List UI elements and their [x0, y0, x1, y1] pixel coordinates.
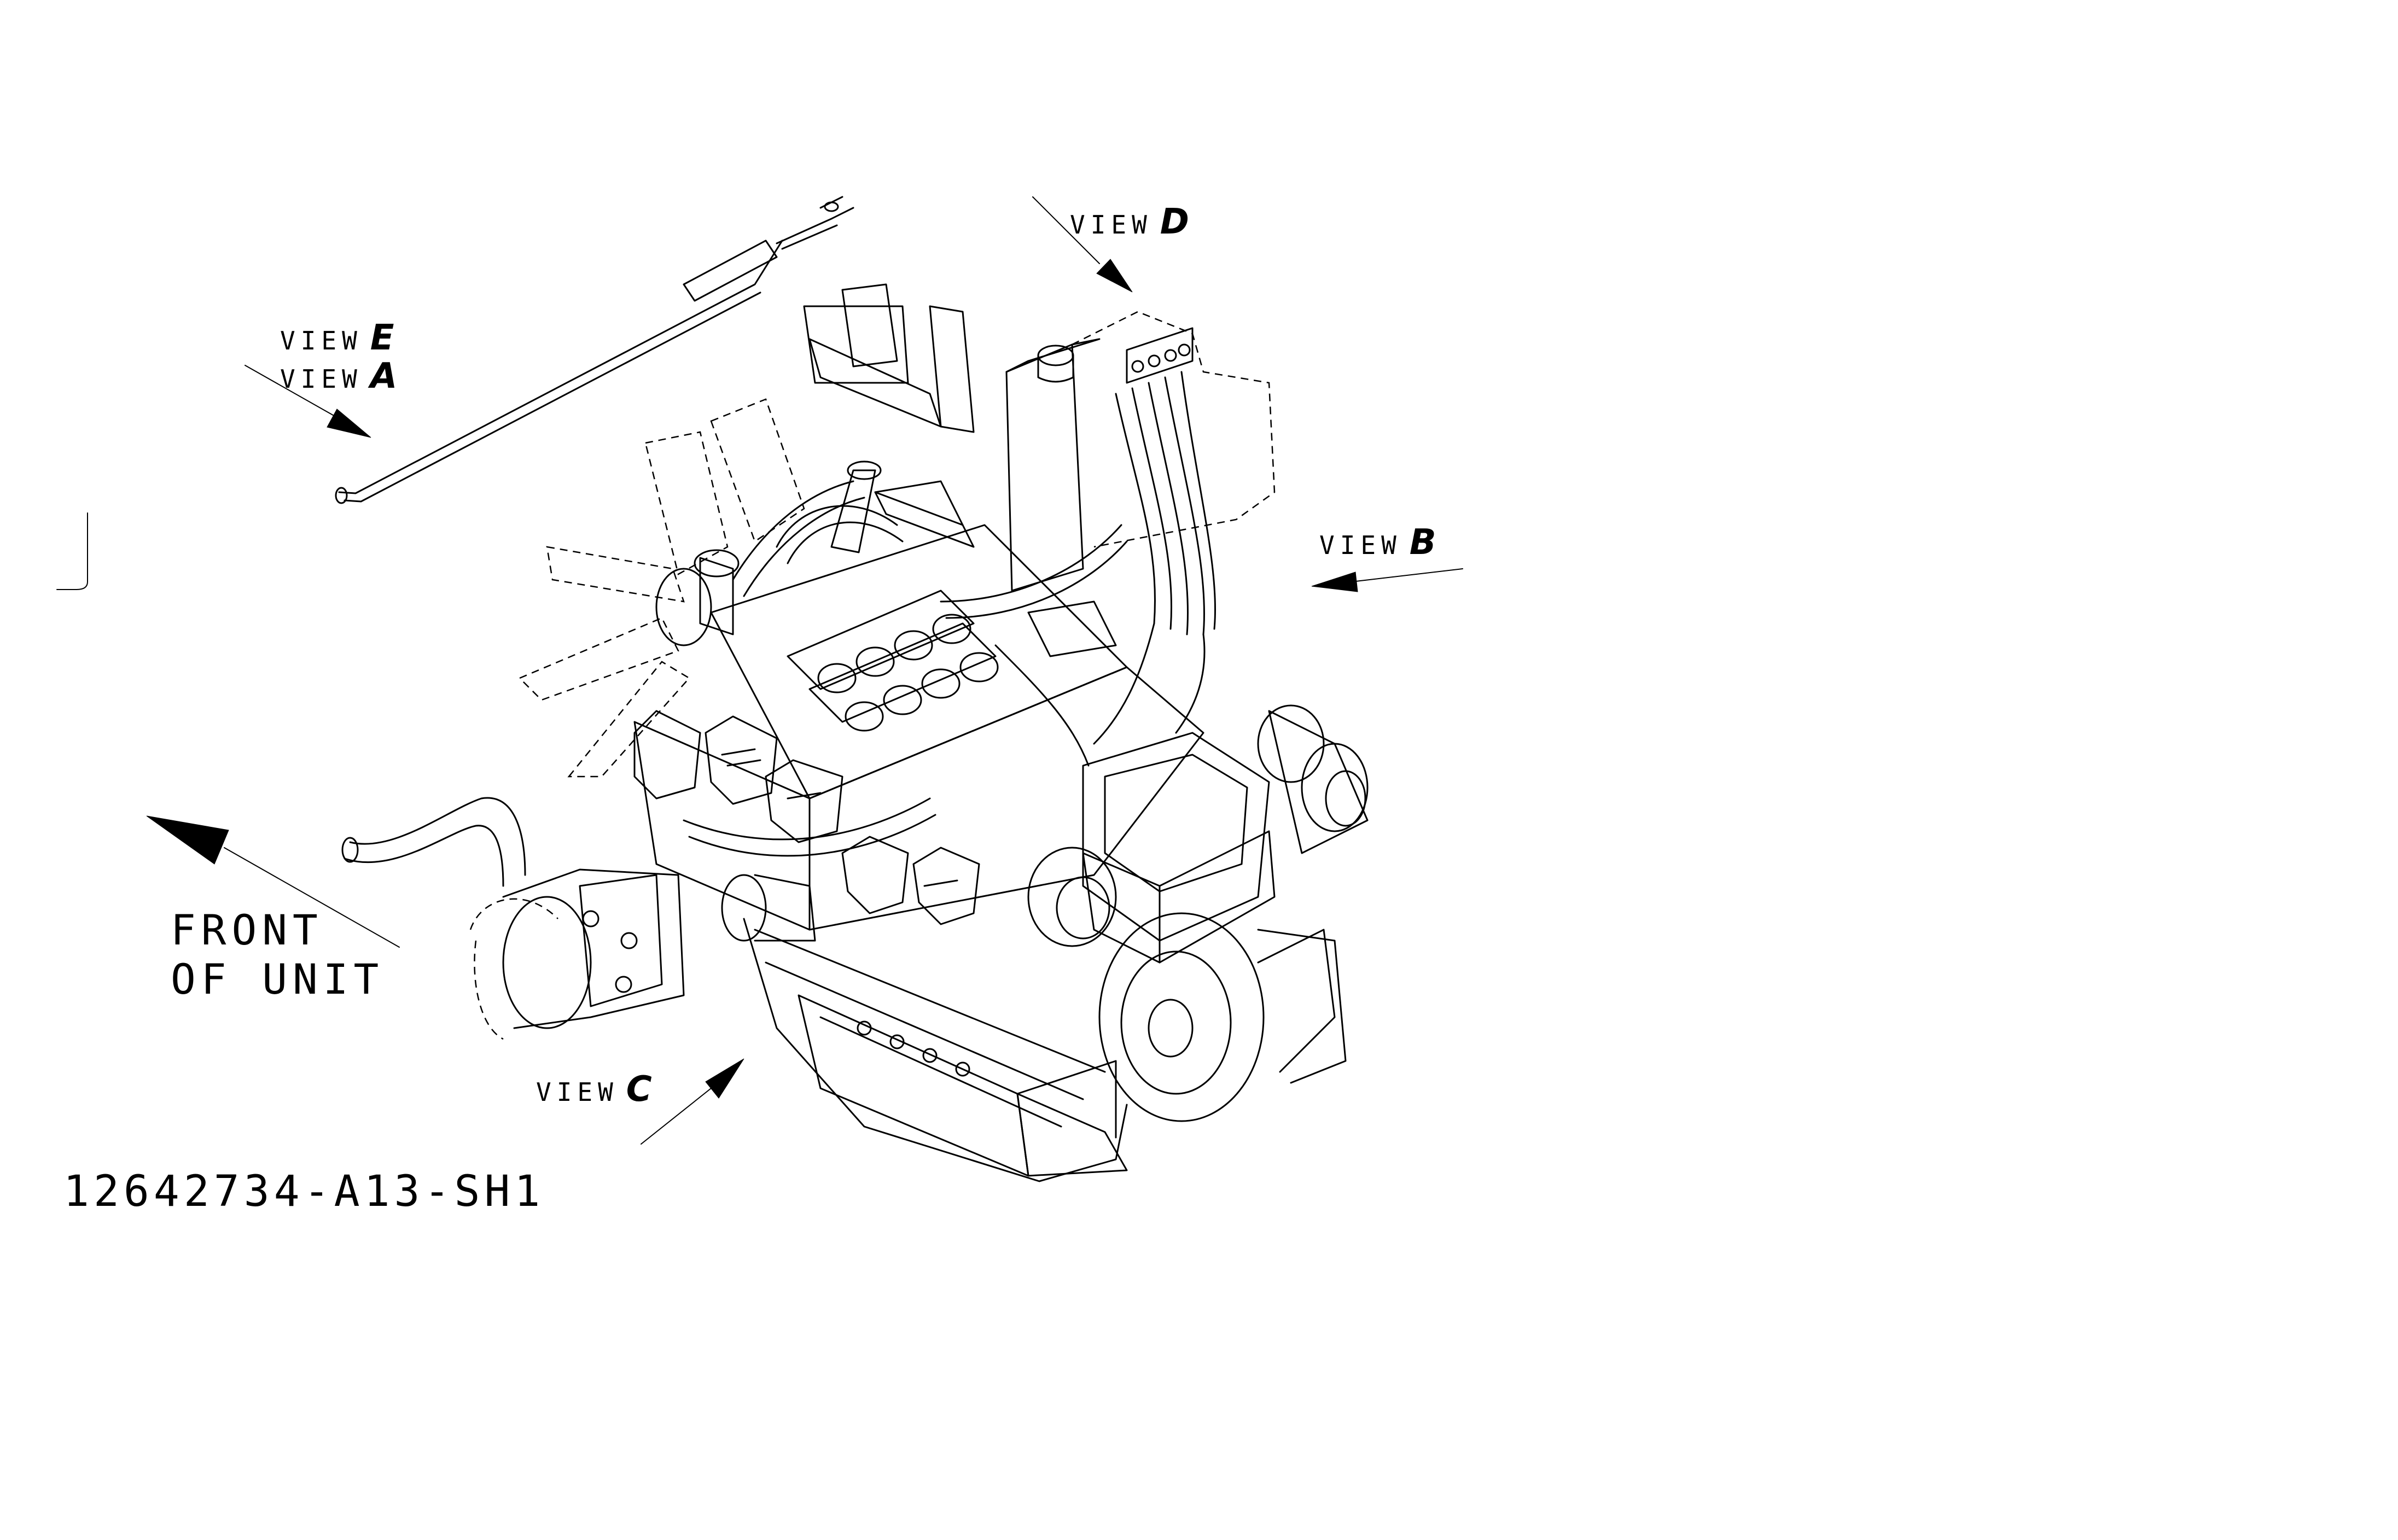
- engine-block: [633, 524, 1204, 1182]
- oil-pan: [798, 994, 1117, 1177]
- view-e-word: VIEW: [280, 326, 363, 355]
- ignition-coils: [633, 710, 980, 925]
- harness-tube: [335, 196, 854, 504]
- view-c-letter: C: [626, 1069, 652, 1110]
- drawing-number: 12642734-A13-SH1: [63, 1167, 545, 1216]
- intake-pipes: [694, 460, 975, 635]
- view-d-word: VIEW: [1070, 210, 1153, 240]
- view-e-letter: E: [370, 318, 394, 358]
- margin-mark: [56, 512, 88, 590]
- upper-bracket: [803, 283, 975, 433]
- view-b-arrow: [1311, 568, 1463, 592]
- view-c-word: VIEW: [536, 1077, 619, 1107]
- front-of-unit-label: FRONT OF UNIT: [171, 906, 384, 1004]
- cable-bundle: [1093, 371, 1217, 745]
- fan-assembly: [518, 398, 805, 778]
- front-of-unit-arrow: [146, 815, 400, 948]
- cylinder-heads: [787, 590, 999, 732]
- coolant-pipes: [683, 524, 1128, 857]
- alternator: [469, 868, 685, 1040]
- view-a-word: VIEW: [280, 364, 363, 394]
- view-d-arrow: [1032, 196, 1133, 293]
- front-line-1: FRONT: [171, 906, 323, 954]
- flywheel: [1098, 912, 1347, 1122]
- front-line-2: OF UNIT: [171, 954, 385, 1004]
- aftercooler: [1082, 732, 1276, 964]
- view-b-word: VIEW: [1319, 530, 1402, 560]
- view-a-letter: A: [370, 356, 398, 396]
- junction-plate: [1072, 311, 1276, 548]
- view-d-letter: D: [1160, 202, 1189, 242]
- radiator-hose: [341, 797, 526, 887]
- turbochargers: [721, 704, 1369, 947]
- view-c-arrow: [641, 1058, 744, 1145]
- view-e-a-arrow: [245, 365, 371, 438]
- coolant-reservoir: [1005, 338, 1101, 592]
- view-b-letter: B: [1409, 522, 1436, 563]
